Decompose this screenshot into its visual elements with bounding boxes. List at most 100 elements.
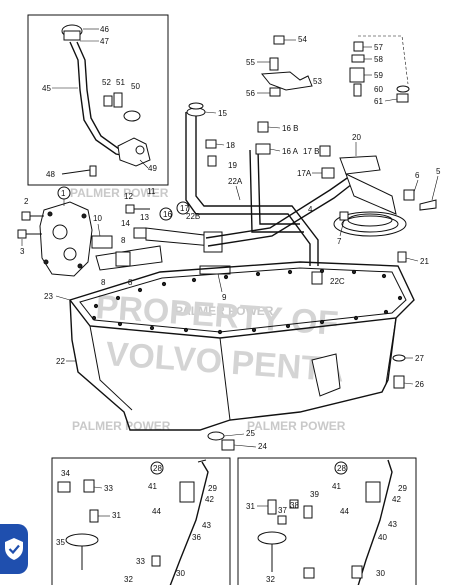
callout-30-right: 30: [376, 569, 385, 578]
part-53-bracket: [261, 71, 313, 91]
callout-41-left: 41: [148, 482, 157, 491]
dipstick-40: [357, 459, 393, 585]
screw-5: [419, 199, 437, 211]
callout-45: 45: [42, 84, 51, 93]
callout-28-left: 28: [153, 464, 162, 473]
screw-3: [17, 229, 42, 239]
callout-46: 46: [100, 25, 109, 34]
watermark-big-line1: PROPERTY OF: [94, 288, 339, 343]
part-16b: [257, 121, 269, 133]
callout-20: 20: [352, 133, 361, 142]
callout-22: 22: [56, 357, 65, 366]
callout-30-left: 30: [176, 569, 185, 578]
drain-washer: [207, 431, 225, 441]
callout-29-left: 29: [208, 484, 217, 493]
part-57: [353, 41, 364, 52]
callout-44-left: 44: [152, 507, 161, 516]
callout-56: 56: [246, 89, 255, 98]
dipstick-cap-body: [63, 30, 81, 41]
callout-21: 21: [420, 257, 429, 266]
callout-8-upper: 8: [121, 236, 126, 245]
part-59: [349, 67, 365, 83]
drain-plug: [221, 439, 235, 451]
part-38: [289, 499, 299, 509]
part-54-cap: [273, 35, 285, 45]
bracket-parts-57-61: 57 58 59 60 61: [349, 35, 410, 106]
pump-gear-b: [63, 247, 77, 261]
callout-61: 61: [374, 97, 383, 106]
callout-8b: 8: [128, 278, 133, 287]
tube-clamp-left: [179, 481, 195, 503]
flange-bolt-holes: [91, 268, 403, 335]
callout-32-left: 32: [124, 575, 133, 584]
tube-bracket: [117, 137, 151, 167]
dipstick-inset: 46 47 45 52 51 50 49 48: [27, 14, 169, 186]
part-17a: [321, 167, 335, 179]
callout-43-left: 43: [202, 521, 211, 530]
callout-9: 9: [222, 293, 227, 302]
callout-53: 53: [313, 77, 322, 86]
screw-2: [21, 211, 44, 221]
callout-51: 51: [116, 78, 125, 87]
strainer-assembly: 20 6 5 7 21 22C: [311, 133, 441, 286]
part-58: [351, 54, 365, 63]
callout-25: 25: [246, 429, 255, 438]
washer-27: [392, 354, 406, 362]
pipe-flange: [203, 231, 223, 253]
callout-35: 35: [56, 538, 65, 547]
callout-33-lower: 33: [136, 557, 145, 566]
callout-43-right: 43: [388, 520, 397, 529]
watermark-brand-mid: PALMER POWER: [175, 304, 274, 318]
callout-34: 34: [61, 469, 70, 478]
callout-24: 24: [258, 442, 267, 451]
part-19: [207, 155, 217, 167]
callout-17b: 17 B: [303, 147, 319, 156]
dipstick-36: [169, 461, 209, 585]
callout-16-ring: [159, 207, 173, 221]
callout-7: 7: [337, 237, 342, 246]
clip-body: [113, 92, 123, 108]
callout-40: 40: [378, 533, 387, 542]
part-56-nut: [269, 87, 281, 97]
callout-1: 1: [61, 189, 66, 198]
inset-bl-frame: [51, 457, 231, 585]
callout-22b: 22B: [186, 212, 200, 221]
part-30-right: [351, 565, 363, 579]
part-33-lower: [151, 555, 161, 567]
callout-16b: 16 B: [282, 124, 298, 133]
security-badge[interactable]: [0, 524, 28, 574]
watermark-brand-top: PALMER POWER: [70, 186, 169, 200]
callout-52: 52: [102, 78, 111, 87]
dipstick-tube-outer: [69, 41, 127, 157]
callout-39: 39: [310, 490, 319, 499]
callout-27: 27: [415, 354, 424, 363]
callout-17-ring: [176, 201, 190, 215]
callout-37: 37: [278, 506, 287, 515]
callout-54: 54: [298, 35, 307, 44]
callout-17: 17: [180, 204, 189, 213]
oil-return-pipes: 22A 4 15 18 19 16 B 16 A 17 B 17A: [185, 102, 353, 266]
callout-44-right: 44: [340, 507, 349, 516]
tube-clamp-right: [365, 481, 381, 503]
callout-49: 49: [148, 164, 157, 173]
callout-16a: 16 A: [282, 147, 299, 156]
sump-baffle: [311, 353, 341, 397]
part-33-upper: [83, 479, 95, 493]
callout-28-right: 28: [337, 464, 346, 473]
clip-washer: [123, 110, 141, 122]
watermark-brand-bottom-right: PALMER POWER: [247, 419, 346, 433]
part-39: [303, 505, 313, 519]
sump-walls: [69, 299, 397, 431]
callout-22a: 22A: [228, 177, 243, 186]
callout-50: 50: [131, 82, 140, 91]
callout-38: 38: [290, 501, 299, 510]
shield-check-icon: [5, 538, 23, 560]
callout-41-right: 41: [332, 482, 341, 491]
callout-59: 59: [374, 71, 383, 80]
callout-10: 10: [93, 214, 102, 223]
suction-pipe-16: [145, 227, 213, 247]
callout-16: 16: [163, 210, 172, 219]
inset-br-frame: [237, 457, 417, 585]
part-6: [403, 189, 415, 201]
callout-32-right: 32: [266, 575, 275, 584]
